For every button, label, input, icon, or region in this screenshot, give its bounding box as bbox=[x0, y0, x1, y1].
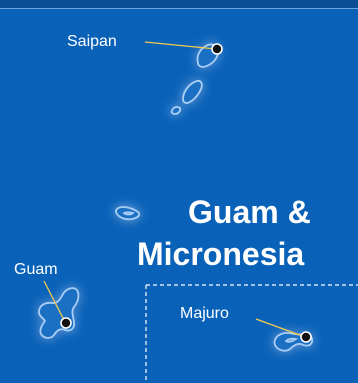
saipan-leader-line bbox=[144, 41, 217, 50]
guam-marker bbox=[60, 317, 72, 329]
guam-island bbox=[38, 287, 80, 339]
map-top-border bbox=[0, 0, 358, 9]
guam-leader-line bbox=[43, 280, 66, 323]
map-title-line-2: Micronesia bbox=[137, 236, 305, 272]
majuro-marker bbox=[300, 331, 312, 343]
leader-lines bbox=[43, 41, 306, 338]
saipan-marker bbox=[211, 43, 223, 55]
chuuk-island bbox=[115, 206, 141, 221]
rota-island bbox=[170, 106, 182, 115]
boundary-lines bbox=[145, 284, 358, 383]
guam-label[interactable]: Guam bbox=[14, 261, 58, 278]
majuro-leader-line bbox=[255, 318, 306, 338]
tinian-island bbox=[182, 79, 203, 104]
map-title-line-1: Guam & bbox=[188, 194, 311, 230]
saipan-label[interactable]: Saipan bbox=[67, 33, 117, 50]
majuro-label[interactable]: Majuro bbox=[180, 305, 229, 322]
